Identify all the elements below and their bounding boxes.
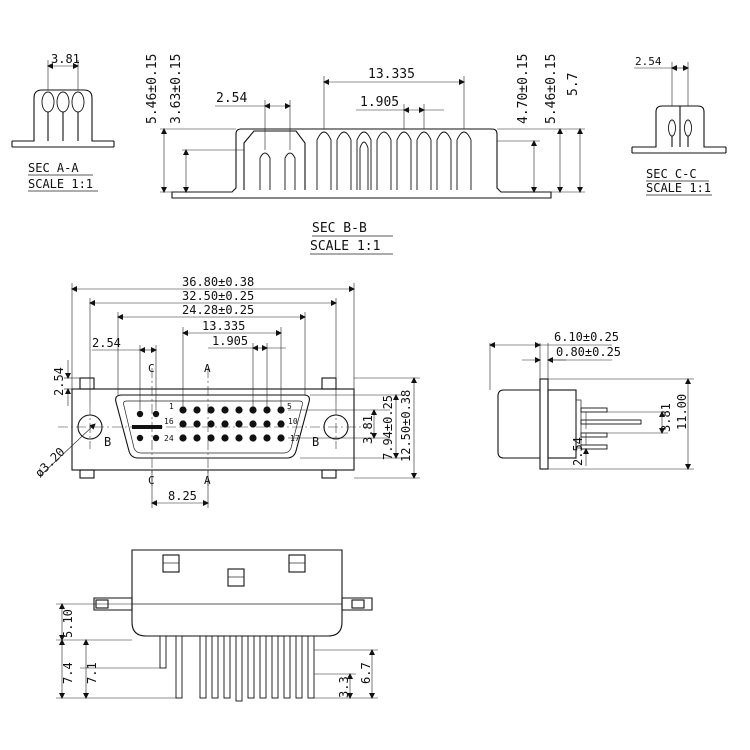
pin-field xyxy=(132,406,285,442)
front-dim-13-335: 13.335 xyxy=(202,319,245,333)
side-dim-6-10: 6.10±0.25 xyxy=(554,330,619,344)
side-dim-3-81: 3.81 xyxy=(659,403,673,432)
bottom-dim-6-7: 6.7 xyxy=(359,662,373,684)
front-dim-12-50: 12.50±0.38 xyxy=(399,390,413,462)
sec-b-dim-13-335: 13.335 xyxy=(368,67,415,82)
section-marker-a-bottom: A xyxy=(204,474,211,487)
section-marker-a-top: A xyxy=(204,362,211,375)
front-dim-2-54-left: 2.54 xyxy=(52,367,66,396)
bottom-dim-7-4: 7.4 xyxy=(61,662,75,684)
front-dim-8-25: 8.25 xyxy=(168,489,197,503)
sec-b-dim-5-46-left: 5.46±0.15 xyxy=(145,54,160,124)
pin-row-2 xyxy=(179,420,285,428)
front-dim-1-905: 1.905 xyxy=(212,334,248,348)
bottom-view-pins xyxy=(159,635,315,702)
sec-b-dim-5-7: 5.7 xyxy=(566,73,581,96)
front-dim-36-80: 36.80±0.38 xyxy=(182,275,254,289)
front-view: 1 16 24 5 10 17 B B C C A A 36.80±0.38 3… xyxy=(32,275,420,508)
pin-row-1 xyxy=(179,406,285,414)
section-marker-c-bottom: C xyxy=(148,474,155,487)
section-marker-b-left: B xyxy=(104,435,111,449)
pin-label-5: 5 xyxy=(287,402,292,411)
section-marker-b-right: B xyxy=(312,435,319,449)
bottom-dim-7-1: 7.1 xyxy=(85,662,99,684)
bottom-view: 5.10 7.4 7.1 3.3 6.7 xyxy=(56,549,378,702)
front-dim-7-94: 7.94±0.25 xyxy=(381,395,395,460)
section-a-a: 3.81 SEC A-A SCALE 1:1 xyxy=(11,52,115,192)
pin-label-9: 10 xyxy=(288,417,298,426)
section-a-contacts xyxy=(41,91,85,141)
sec-c-scale: SCALE 1:1 xyxy=(646,181,711,195)
side-dim-2-54: 2.54 xyxy=(571,437,585,466)
pin-label-16: 16 xyxy=(164,417,174,426)
front-dim-hole-dia: ø3.20 xyxy=(32,445,67,480)
sec-c-dim-pitch: 2.54 xyxy=(635,55,662,68)
sec-b-dim-4-70: 4.70±0.15 xyxy=(516,54,531,124)
side-view: 6.10±0.25 0.80±0.25 11.00 3.81 2.54 xyxy=(489,330,694,470)
sec-a-title: SEC A-A xyxy=(28,161,79,175)
front-dim-32-50: 32.50±0.25 xyxy=(182,289,254,303)
sec-b-title: SEC B-B xyxy=(312,221,367,236)
sec-b-dim-5-46-right: 5.46±0.15 xyxy=(544,54,559,124)
side-dim-0-80: 0.80±0.25 xyxy=(556,345,621,359)
pin-label-17: 17 xyxy=(290,434,300,443)
front-dim-3-81: 3.81 xyxy=(361,415,375,444)
side-dim-11-00: 11.00 xyxy=(675,394,689,430)
section-marker-c-top: C xyxy=(148,362,155,375)
analog-pin-group xyxy=(132,410,162,442)
sec-b-dim-1-905: 1.905 xyxy=(360,95,399,110)
section-b-b: 13.335 1.905 2.54 5.46±0.15 3.63±0.15 4.… xyxy=(145,54,585,255)
sec-b-dim-2-54: 2.54 xyxy=(216,91,247,106)
sec-a-dim-pitch: 3.81 xyxy=(51,52,80,66)
pin-label-1: 1 xyxy=(169,402,174,411)
sec-b-dim-3-63: 3.63±0.15 xyxy=(169,54,184,124)
pin-row-3 xyxy=(179,434,285,442)
section-c-c: 2.54 SEC C-C SCALE 1:1 xyxy=(631,55,727,196)
sec-c-title: SEC C-C xyxy=(646,167,697,181)
sec-b-scale: SCALE 1:1 xyxy=(310,239,380,254)
bottom-dim-5-10: 5.10 xyxy=(61,609,75,638)
front-dim-2-54-top: 2.54 xyxy=(92,336,121,350)
pin-label-24: 24 xyxy=(164,434,174,443)
bottom-dim-3-3: 3.3 xyxy=(337,676,351,698)
section-b-pins xyxy=(259,131,472,190)
sec-a-scale: SCALE 1:1 xyxy=(28,177,93,191)
side-view-pins xyxy=(580,407,642,450)
front-dim-24-28: 24.28±0.25 xyxy=(182,303,254,317)
